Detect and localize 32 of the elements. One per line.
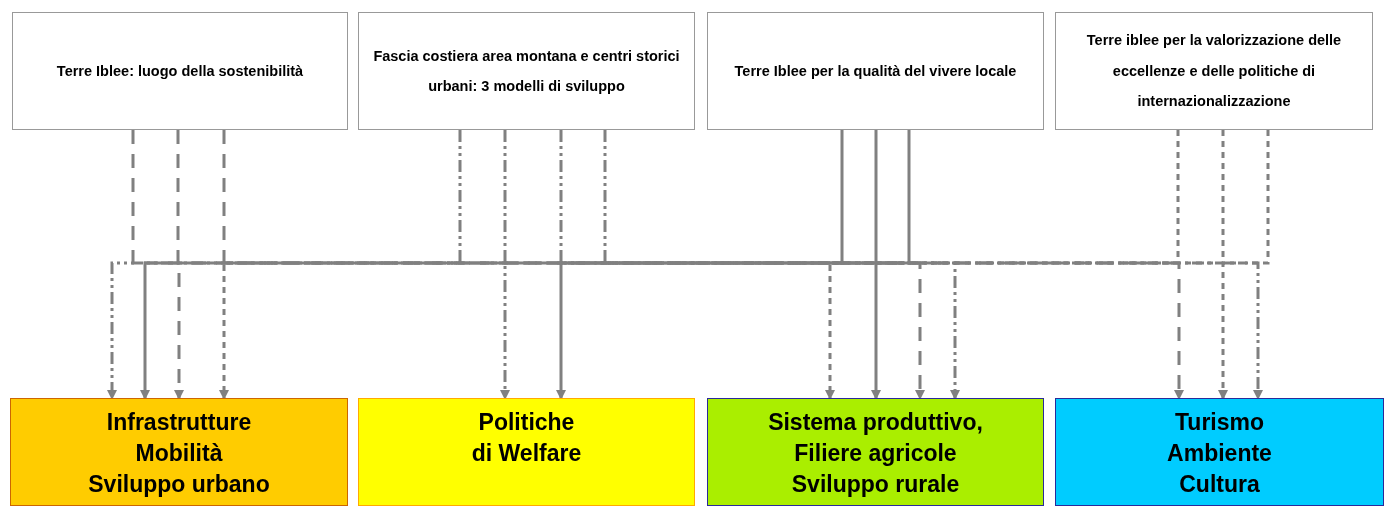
- theme-label: Fascia costiera area montana e centri storici urbani: 3 modelli di sviluppo: [373, 46, 680, 96]
- arrow: [500, 130, 510, 400]
- category-label: Cultura: [1179, 470, 1260, 500]
- category-label: Sviluppo rurale: [791, 470, 960, 500]
- category-label: Sistema produttivo,: [768, 408, 983, 437]
- arrow: [603, 130, 1263, 400]
- arrow: [559, 130, 960, 400]
- category-label: Mobilità: [135, 439, 223, 469]
- category-label: Turismo: [1175, 408, 1264, 437]
- theme-box: [358, 12, 695, 130]
- category-box: [358, 398, 695, 506]
- theme-box: [1055, 12, 1373, 130]
- arrow: [871, 130, 911, 400]
- arrow: [174, 130, 184, 400]
- theme-box: [707, 12, 1044, 130]
- arrow: [1218, 130, 1270, 400]
- theme-label: Terre iblee per la valorizzazione delle eccellenze e delle politiche di internazionalizzazione: [1085, 31, 1343, 112]
- theme-label: Terre Iblee per la qualità del vivere locale: [734, 61, 1017, 81]
- category-label: Filiere agricole: [794, 439, 957, 469]
- category-label: Sviluppo urbano: [88, 470, 270, 500]
- category-label: Infrastrutture: [106, 408, 252, 437]
- category-box: [10, 398, 348, 506]
- arrow: [825, 130, 1225, 400]
- category-label: Ambiente: [1167, 439, 1272, 469]
- category-label: Politiche: [478, 408, 575, 437]
- category-box: [1055, 398, 1384, 506]
- theme-box: [12, 12, 348, 130]
- category-label: di Welfare: [471, 439, 582, 469]
- arrow: [556, 130, 878, 400]
- theme-label: Terre Iblee: luogo della sostenibilità: [56, 61, 304, 81]
- category-box: [707, 398, 1044, 506]
- arrow: [107, 130, 462, 400]
